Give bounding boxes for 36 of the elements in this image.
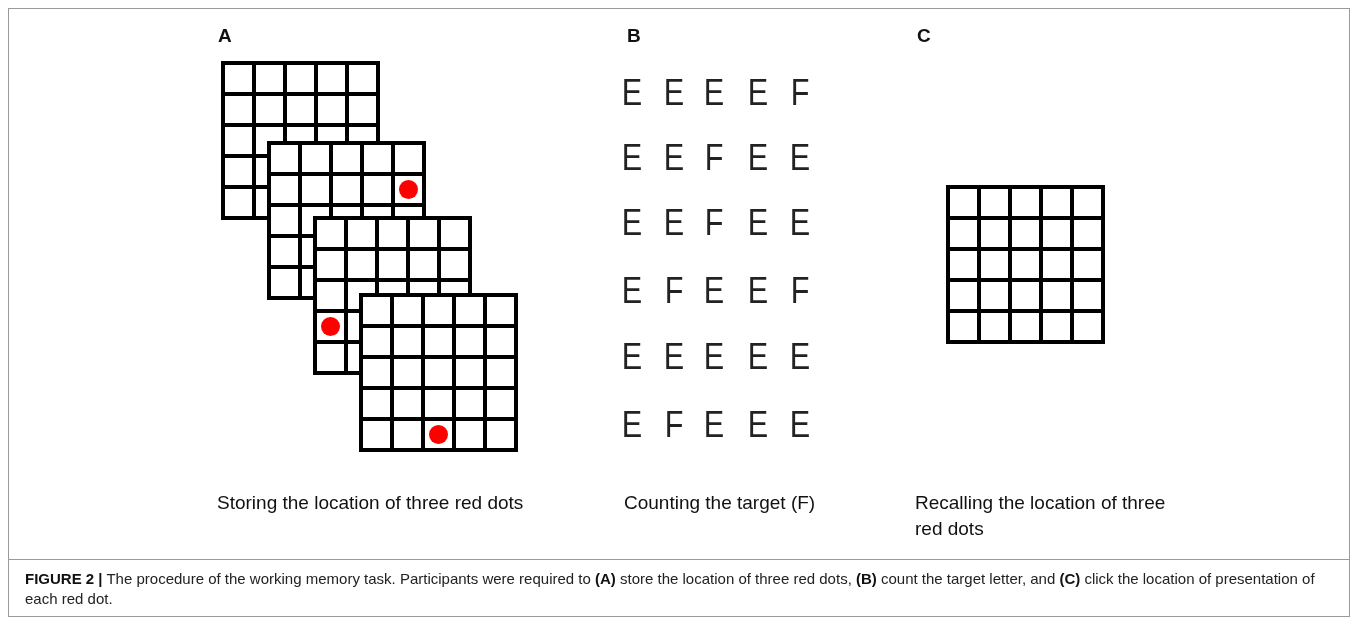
stimulus-letter: E (621, 407, 643, 443)
figure-caption: FIGURE 2 | The procedure of the working memory task. Participants were required to (A) store the location of three red dots, (B) count the target letter, and (C) click the location of presentation of each red dot. (25, 569, 1316, 610)
stimulus-letter: E (703, 75, 725, 111)
stimulus-letter: E (789, 205, 811, 241)
stimulus-letter: F (664, 407, 684, 443)
stimulus-letter: E (663, 140, 685, 176)
stimulus-letter: E (663, 339, 685, 375)
stimulus-letter: E (747, 75, 769, 111)
stimulus-letter: E (789, 407, 811, 443)
stimulus-letter: E (621, 273, 643, 309)
stimulus-letter: E (703, 273, 725, 309)
panel-letter: C (917, 25, 931, 47)
stimulus-letter: F (790, 273, 810, 309)
panel-caption: Storing the location of three red dots (217, 491, 525, 515)
stimulus-letter: E (747, 205, 769, 241)
stimulus-letter: E (747, 339, 769, 375)
stimulus-letter: F (704, 140, 724, 176)
stimulus-letter: F (704, 205, 724, 241)
stimulus-letter: F (790, 75, 810, 111)
panel-letter: A (218, 25, 232, 47)
stimulus-letter: E (621, 140, 643, 176)
stimulus-letter: E (621, 75, 643, 111)
stimulus-letter: E (663, 205, 685, 241)
stimulus-letter: E (789, 339, 811, 375)
panel-letter: B (627, 25, 641, 47)
stimulus-letter: E (789, 140, 811, 176)
stimulus-letter: E (621, 339, 643, 375)
stimulus-letter: E (621, 205, 643, 241)
stimulus-letter: F (664, 273, 684, 309)
stimulus-letter: E (703, 339, 725, 375)
panel-caption: Recalling the location of three red dots (915, 491, 1167, 541)
stimulus-letter: E (703, 407, 725, 443)
stimulus-letter: E (747, 407, 769, 443)
stimulus-letter: E (747, 273, 769, 309)
stimulus-letter: E (747, 140, 769, 176)
stimulus-letter: E (663, 75, 685, 111)
